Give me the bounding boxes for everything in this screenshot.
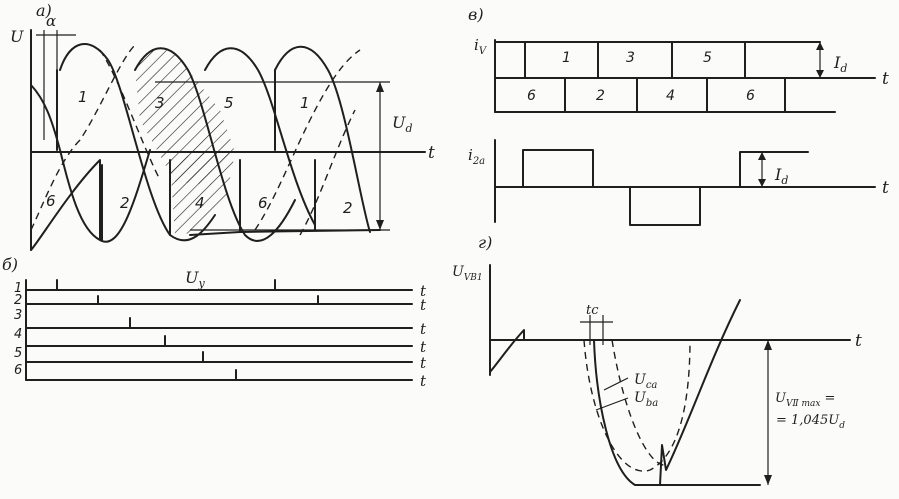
phase-label-upper-1: 1	[78, 88, 88, 106]
commutation-notch-1	[30, 159, 101, 251]
row-number: 5	[14, 346, 22, 361]
row-number: 1	[14, 281, 22, 296]
row-t: t	[420, 372, 427, 390]
phase-label-lower-2: 2	[120, 194, 130, 212]
panel-v-label: в)	[468, 5, 484, 24]
panel-g-label: г)	[478, 233, 492, 252]
phase-wave-5	[274, 45, 371, 233]
uvb-solid-curve	[593, 339, 761, 486]
phase-label-lower-3: 4	[195, 194, 205, 212]
top-block-5: 5	[703, 50, 712, 66]
id2-label: Id	[774, 165, 788, 187]
iv-label: iV	[474, 36, 488, 57]
uca-label: Uca	[634, 372, 657, 391]
pulse-label: Uy	[185, 268, 205, 290]
phase-label-lower-5: 2	[343, 199, 353, 217]
ud-arrow-down	[376, 220, 384, 230]
bottom-block-6b: 6	[746, 88, 755, 104]
phase-label-upper-4: 1	[300, 94, 310, 112]
panel-b: б) Uy 1 t 2 t 3 t 4 t 5	[2, 255, 427, 390]
voltage-axis-label: U	[10, 27, 24, 46]
row-number: 4	[14, 327, 22, 342]
pulse-row-4: 4 t	[14, 327, 427, 356]
iv-t: t	[882, 69, 889, 89]
i2a-label: i2a	[468, 146, 485, 167]
panel-g: г) UVB1 t tc Uca Uba UVⅡ max = = 1,045Ud	[452, 233, 862, 486]
uba-label: Uba	[634, 390, 658, 409]
phase-label-upper-2: 3	[155, 94, 165, 112]
i2a-positive-pulse-1	[522, 149, 594, 188]
dashed-wave-2	[99, 49, 161, 181]
uca-leader	[603, 377, 629, 391]
row-t: t	[420, 338, 427, 356]
phase-wave-1	[30, 84, 151, 243]
uvb-t: t	[855, 331, 862, 351]
phase-label-upper-3: 5	[224, 94, 234, 112]
row-t: t	[420, 320, 427, 338]
uvb-label: UVB1	[452, 264, 483, 283]
row-number: 3	[14, 308, 22, 323]
i2a-negative-pulse	[629, 186, 701, 226]
i2a-t: t	[882, 178, 889, 198]
i2a-positive-pulse-2	[739, 151, 809, 188]
row-number: 6	[14, 363, 22, 378]
ud-arrow-up	[376, 82, 384, 92]
alpha-label: α	[46, 12, 56, 30]
top-block-3: 3	[626, 50, 635, 66]
panel-a-label: а)	[36, 1, 52, 20]
pulse-row-3: 3 t	[14, 308, 427, 338]
tc-label: tc	[586, 303, 599, 318]
panel-a: а) U α t	[10, 1, 435, 251]
uvb-rising-curve	[659, 299, 741, 486]
phase-wave-4	[204, 47, 316, 226]
ud-label: Ud	[392, 113, 413, 135]
dashed-wave-3	[254, 49, 361, 231]
bottom-block-2: 2	[596, 88, 605, 104]
umax-label-line1: UVⅡ max =	[775, 391, 835, 409]
dashed-wave-1	[30, 44, 136, 231]
lower-envelope	[189, 229, 381, 236]
phase-wave-3	[134, 47, 296, 242]
phase-label-lower-4: 6	[258, 194, 268, 212]
uba-leader	[595, 397, 629, 411]
row-t: t	[420, 296, 427, 314]
panel-v: в) iV t 1 3 5 6 2 4 6 Id i2a t	[468, 5, 889, 226]
pulse-row-6: 6 t	[14, 363, 427, 390]
uvb-initial-segment	[489, 329, 525, 373]
uba-dashed-curve	[611, 339, 669, 466]
dashed-wave-4	[299, 109, 356, 236]
id-label: Id	[833, 53, 847, 75]
phase-wave-2	[59, 43, 216, 242]
uca-dashed-curve	[583, 339, 691, 472]
bottom-block-4: 4	[666, 88, 675, 104]
phase-label-lower-1: 6	[46, 192, 56, 210]
panel-b-label: б)	[2, 255, 18, 274]
row-t: t	[420, 282, 427, 300]
row-t: t	[420, 354, 427, 372]
row-number: 2	[14, 293, 22, 308]
hatched-region-lower	[170, 152, 235, 235]
bottom-block-6a: 6	[527, 88, 536, 104]
umax-label-line2: = 1,045Ud	[776, 413, 845, 431]
pulse-row-1: 1 t	[14, 279, 427, 300]
pulse-row-5: 5 t	[14, 346, 427, 372]
pulse-row-2: 2 t	[14, 293, 427, 314]
time-axis-label: t	[428, 143, 435, 163]
top-block-1: 1	[562, 50, 571, 66]
